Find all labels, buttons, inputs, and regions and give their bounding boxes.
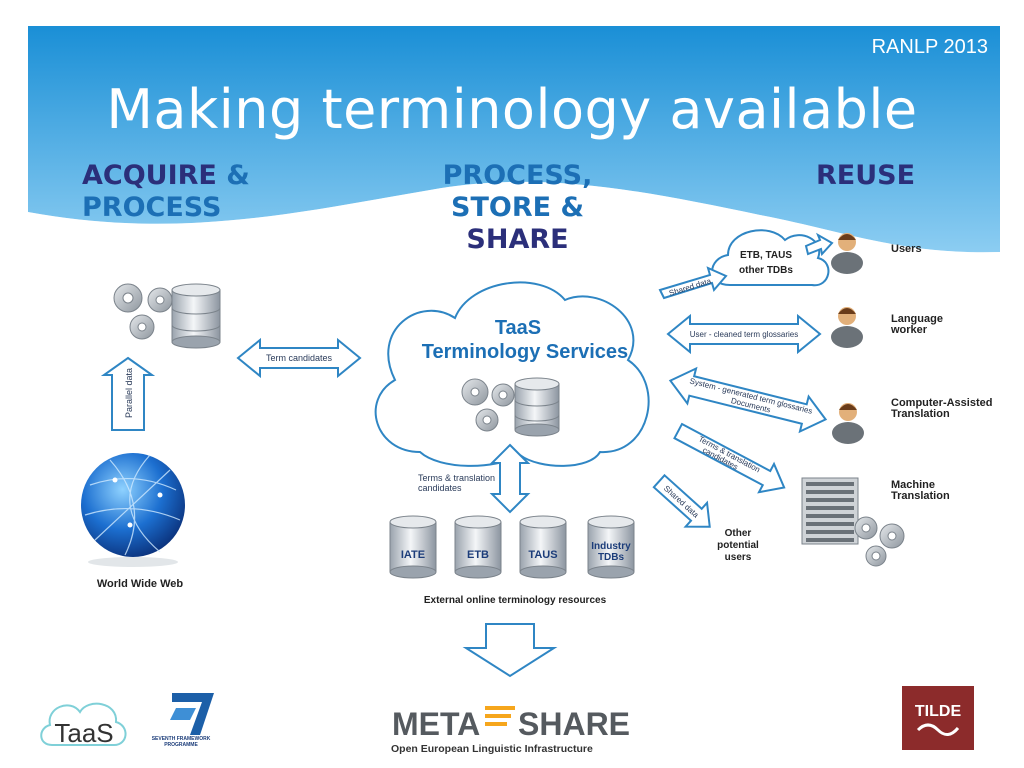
shared-data-arrow-2: Shared data	[652, 473, 711, 528]
resource-industry-label: Industry TDBs	[591, 541, 631, 563]
shared-data-arrow-1: Shared data	[658, 266, 728, 300]
resource-db-iate	[389, 515, 437, 579]
taas-logo-text: TaaS	[54, 718, 113, 748]
acquire-process: PROCESS	[82, 192, 222, 223]
meta-text: META	[392, 706, 480, 742]
users-label: Users	[891, 243, 922, 255]
parallel-data-label: Parallel data	[124, 368, 134, 418]
shared-data-label-1: Shared data	[668, 276, 713, 298]
acquire-word: ACQUIRE	[82, 160, 217, 191]
term-candidates-label: Term candidates	[266, 353, 333, 363]
server-rack-icon	[801, 477, 905, 567]
term-candidates-arrow: Term candidates	[236, 337, 362, 379]
meta-subtitle: Open European Linguistic Infrastructure	[391, 743, 593, 755]
slide-tag: RANLP 2013	[871, 36, 988, 58]
slide-title: Making terminology available	[106, 78, 918, 141]
other-potential-line3: users	[725, 552, 752, 563]
other-potential-line1: Other	[725, 528, 752, 539]
center-terms-line1: Terms & translation	[418, 473, 495, 483]
fp7-logo	[146, 693, 216, 748]
small-cloud-line1: ETB, TAUS	[740, 250, 792, 261]
www-label: World Wide Web	[97, 578, 184, 590]
system-generated-arrow: System - generated term glossaries Docum…	[668, 366, 828, 434]
user-cleaned-arrow: User - cleaned term glossaries	[666, 313, 822, 355]
share-text: SHARE	[518, 706, 630, 742]
user-cleaned-label: User - cleaned term glossaries	[690, 330, 798, 339]
terms-to-mt-arrow: Terms & translation candidates	[673, 422, 786, 494]
other-potential-line2: potential	[717, 540, 759, 551]
mt-line1: Machine	[891, 479, 935, 491]
column-heading-reuse: REUSE	[816, 160, 916, 191]
column-heading-acquire: ACQUIRE & PROCESS	[82, 160, 250, 224]
small-cloud-line2: other TDBs	[739, 265, 793, 276]
process-line2: STORE &	[451, 192, 584, 223]
resource-db-etb	[454, 515, 502, 579]
cloud-users-arrow	[804, 232, 834, 257]
tilde-text: TILDE	[915, 703, 962, 720]
resource-taus-label: TAUS	[528, 549, 557, 561]
cloud-title-1: TaaS	[495, 317, 541, 339]
cat-line1: Computer-Assisted	[891, 397, 992, 409]
resource-iate-label: IATE	[401, 549, 425, 561]
resource-etb-label: ETB	[467, 549, 489, 561]
person-icon-cat	[832, 403, 864, 444]
process-line3: SHARE	[466, 224, 569, 255]
column-heading-process: PROCESS, STORE & SHARE	[425, 160, 610, 256]
center-terms-line2: candidates	[418, 483, 462, 493]
resource-db-industry	[587, 515, 635, 579]
resource-db-taus	[519, 515, 567, 579]
tilde-logo: TILDE	[902, 686, 974, 750]
parallel-data-arrow: Parallel data	[100, 356, 156, 431]
fp7-logo-text: SEVENTH FRAMEWORK PROGRAMME	[151, 736, 211, 748]
mt-line2: Translation	[891, 490, 950, 502]
acquire-amp: &	[226, 160, 250, 191]
meta-share-logo: META SHARE Open European Linguistic Infr…	[391, 706, 630, 755]
taas-cloud	[374, 281, 650, 467]
gears-database-icon	[113, 283, 221, 349]
process-line1: PROCESS,	[442, 160, 593, 191]
down-arrow-icon	[462, 623, 558, 678]
terms-translation-arrow	[489, 443, 531, 514]
header-band	[28, 26, 1000, 260]
cat-line2: Translation	[891, 408, 950, 420]
language-worker-line1: Language	[891, 313, 943, 325]
center-gears-database-icon	[461, 377, 560, 437]
small-cloud	[711, 229, 830, 287]
person-icon-language-worker	[831, 307, 863, 348]
person-icon-users	[831, 233, 863, 274]
resources-caption: External online terminology resources	[424, 595, 607, 606]
taas-logo: TaaS	[40, 702, 127, 748]
cloud-title-2: Terminology Services	[422, 341, 628, 363]
globe-icon	[81, 453, 185, 567]
language-worker-line2: worker	[890, 324, 928, 336]
